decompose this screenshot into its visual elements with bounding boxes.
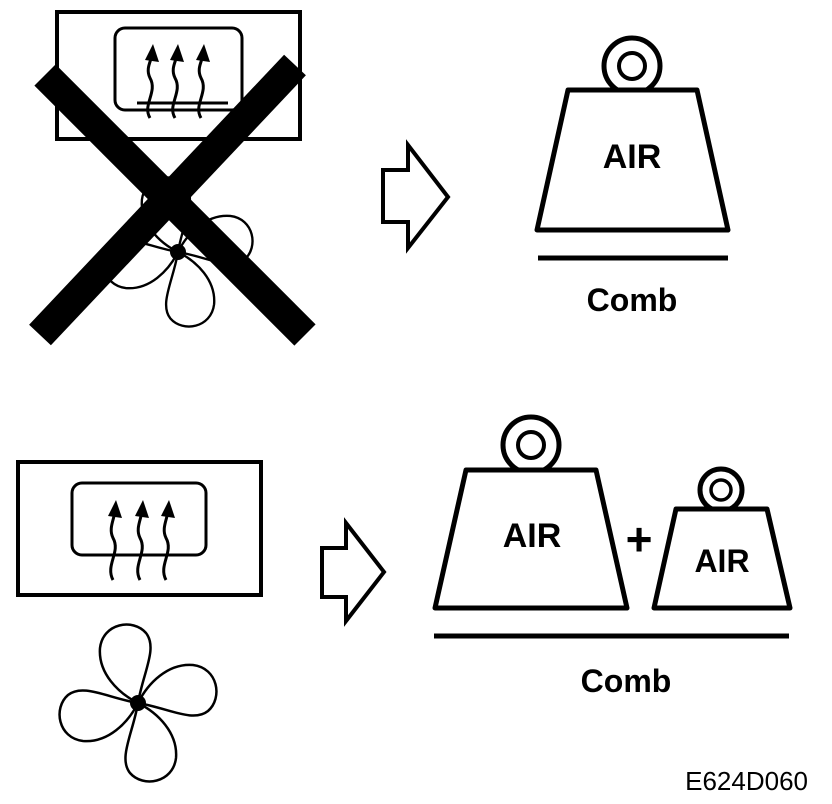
top-weight-label: AIR (603, 138, 662, 176)
figure-code: E624D060 (685, 766, 808, 796)
cross-out-icon (29, 54, 316, 346)
bottom-weight-large-icon (432, 414, 630, 611)
heat-wave-icon (109, 509, 170, 581)
bottom-weight-large-label: AIR (503, 517, 562, 555)
top-right-arrow-icon (381, 139, 451, 254)
plus-sign: + (626, 513, 653, 565)
bottom-base-label: Comb (581, 663, 672, 699)
bottom-right-arrow-icon (320, 517, 387, 627)
bottom-weight-small-label: AIR (694, 543, 749, 579)
heat-wave-icon (146, 53, 205, 119)
bottom-heater-box (16, 460, 263, 597)
bottom-fan-hub (130, 695, 146, 711)
top-base-label: Comb (587, 282, 678, 318)
top-fan-hub (170, 244, 186, 260)
top-weight-icon (534, 35, 731, 233)
bottom-weight-small-icon (651, 466, 793, 611)
